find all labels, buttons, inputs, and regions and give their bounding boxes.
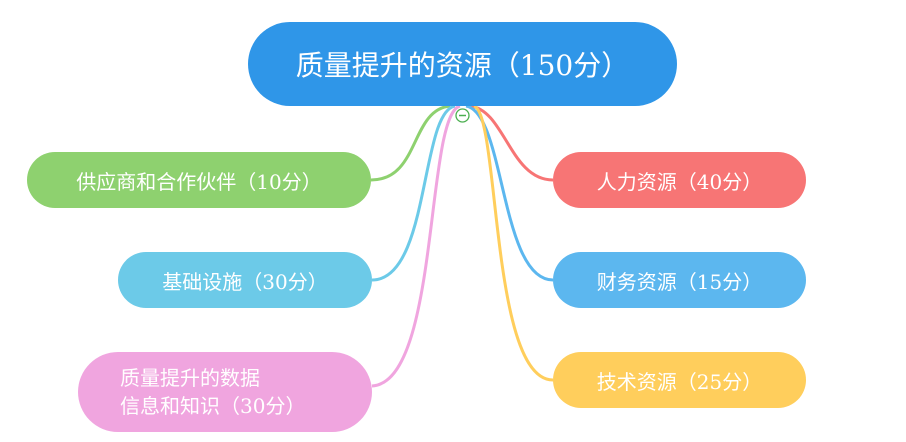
- connector-data: [371, 104, 461, 388]
- topic-suppliers-partners[interactable]: 供应商和合作伙伴（10分）: [27, 152, 371, 208]
- topic-infrastructure[interactable]: 基础设施（30分）: [118, 252, 372, 308]
- root-topic-label: 质量提升的资源（150分）: [295, 49, 630, 82]
- root-topic[interactable]: 质量提升的资源（150分）: [248, 22, 677, 106]
- topic-human-resources[interactable]: 人力资源（40分）: [553, 152, 806, 208]
- topic-technical-resources[interactable]: 技术资源（25分）: [553, 352, 806, 408]
- topic-quality-data-knowledge[interactable]: 质量提升的数据 信息和知识（30分）: [78, 352, 372, 432]
- topic-label: 技术资源（25分）: [596, 369, 763, 394]
- connector-infra: [371, 104, 456, 282]
- topic-financial-resources[interactable]: 财务资源（15分）: [553, 252, 806, 308]
- connector-tech: [473, 104, 554, 382]
- minus-circle-icon[interactable]: [455, 108, 470, 123]
- topic-label: 基础设施（30分）: [162, 269, 328, 294]
- topic-label: 财务资源（15分）: [596, 269, 763, 294]
- topic-label: 质量提升的数据 信息和知识（30分）: [120, 366, 306, 418]
- connector-finance: [465, 104, 554, 282]
- topic-label: 人力资源（40分）: [596, 169, 763, 194]
- connector-supplier: [370, 104, 451, 182]
- topic-label: 供应商和合作伙伴（10分）: [76, 169, 322, 194]
- connector-human: [469, 104, 554, 182]
